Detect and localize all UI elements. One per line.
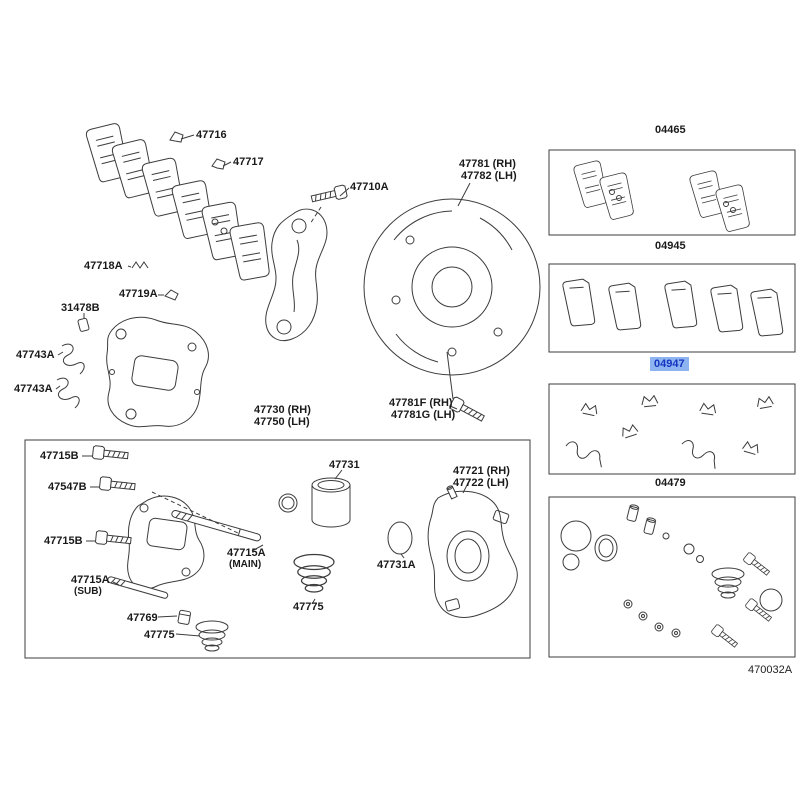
piston-seal-ring: [278, 493, 298, 513]
bolt-47547B: [98, 476, 136, 494]
bolt-47715B-1: [91, 445, 129, 463]
piston-47731: [311, 477, 351, 528]
part-label-47743A-1[interactable]: 47743A: [16, 349, 55, 361]
caliper-assembly-upper: [106, 316, 209, 428]
part-label-47743A-2[interactable]: 47743A: [14, 383, 53, 395]
part-label-47775-2[interactable]: 47775: [293, 601, 324, 613]
part-label-47710A[interactable]: 47710A: [350, 181, 389, 193]
part-label-47715B-1[interactable]: 47715B: [40, 450, 79, 462]
part-label-47715B-2[interactable]: 47715B: [44, 535, 83, 547]
part-label-47782-lh[interactable]: 47782 (LH): [461, 170, 517, 182]
leader-lines: [55, 134, 471, 637]
part-label-47715A-sub-sub: (SUB): [74, 586, 102, 597]
part-label-47715A-sub[interactable]: 47715A: [71, 574, 110, 586]
part-label-47769[interactable]: 47769: [127, 612, 158, 624]
part-label-47781F-rh[interactable]: 47781F (RH): [389, 397, 453, 409]
part-label-31478B[interactable]: 31478B: [61, 302, 100, 314]
part-label-47547B[interactable]: 47547B: [48, 481, 87, 493]
kit-box-fittings: [548, 383, 796, 475]
kit-label-04479[interactable]: 04479: [655, 477, 686, 489]
pad-clip-47716: [169, 131, 184, 143]
part-label-47719A[interactable]: 47719A: [119, 288, 158, 300]
caliper-assembly-lower: [127, 495, 205, 590]
dust-shield: [363, 198, 541, 376]
kit-box-shims: [548, 263, 796, 353]
bolt-47715B-2: [94, 530, 132, 548]
pad-clip-47718A: [131, 261, 149, 269]
diagram-code: 470032A: [748, 664, 793, 676]
part-label-47781G-lh[interactable]: 47781G (LH): [391, 409, 456, 421]
part-label-47731[interactable]: 47731: [329, 459, 360, 471]
pin-boot-47775: [195, 620, 229, 652]
brake-pad-stack: [84, 122, 273, 282]
part-label-47716[interactable]: 47716: [196, 129, 227, 141]
kit-label-04945[interactable]: 04945: [655, 240, 686, 252]
slide-pin-sub: [107, 576, 169, 599]
kit-pads-content: [572, 159, 753, 233]
part-label-47717[interactable]: 47717: [233, 156, 264, 168]
part-label-47715A-main[interactable]: 47715A: [227, 547, 266, 559]
mounting-bracket: [265, 208, 328, 342]
pad-spring-lower: [56, 377, 80, 409]
pad-spring-upper: [61, 343, 85, 375]
bushing-47769: [177, 609, 192, 625]
part-label-47775-1[interactable]: 47775: [144, 629, 175, 641]
part-label-47715A-main-sub: (MAIN): [229, 559, 262, 570]
set-ring-47731A: [387, 521, 413, 555]
part-label-47721-rh[interactable]: 47721 (RH): [453, 465, 510, 477]
kit-box-cylinder: [548, 496, 796, 658]
pad-clip-47717: [211, 158, 226, 170]
kit-label-04947-selected[interactable]: 04947: [650, 357, 689, 371]
kit-label-04465[interactable]: 04465: [655, 124, 686, 136]
part-label-47718A[interactable]: 47718A: [84, 260, 123, 272]
kit-cylinder-content: [560, 504, 783, 650]
kit-fittings-content: [563, 394, 775, 470]
part-label-47750-lh[interactable]: 47750 (LH): [254, 416, 310, 428]
kit-shims-content: [561, 276, 786, 340]
part-label-47781-rh[interactable]: 47781 (RH): [459, 158, 516, 170]
cylinder-boot-47775: [293, 553, 335, 593]
caliper-housing: [427, 485, 518, 618]
assembly-box: [24, 439, 531, 659]
part-label-47722-lh[interactable]: 47722 (LH): [453, 477, 509, 489]
kit-box-pads: [548, 149, 796, 236]
slide-pin-main: [171, 509, 262, 542]
part-label-47731A[interactable]: 47731A: [377, 559, 416, 571]
pin-31478B: [77, 317, 90, 332]
pad-clip-47719A: [164, 289, 179, 301]
part-label-47730-rh[interactable]: 47730 (RH): [254, 404, 311, 416]
